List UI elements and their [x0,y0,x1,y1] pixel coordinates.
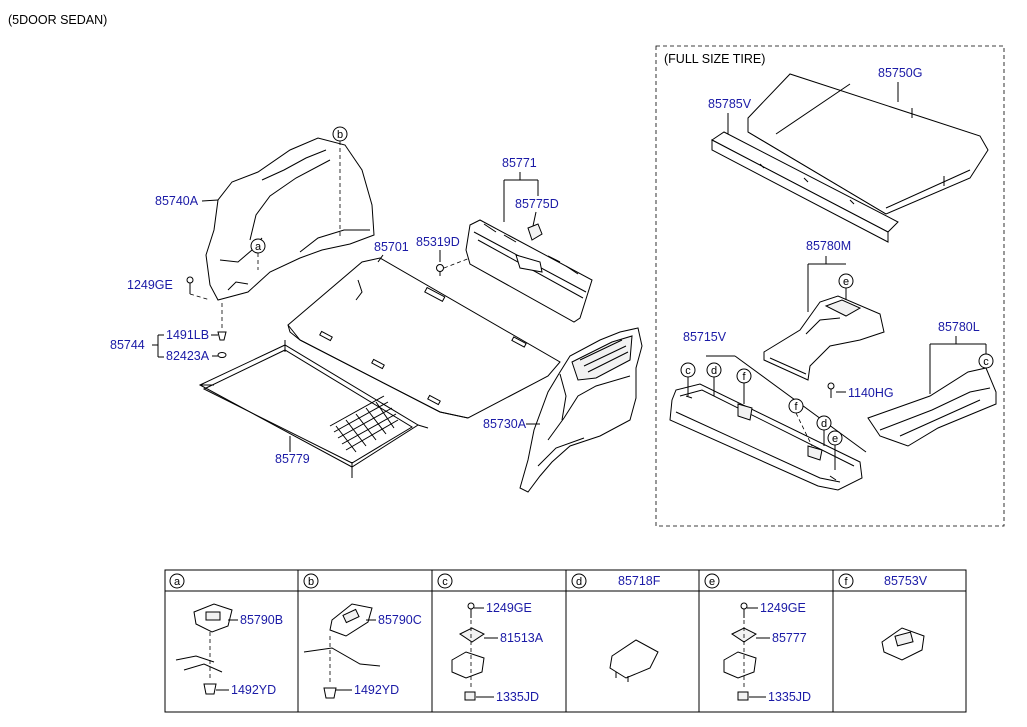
screw-1249GE [186,276,211,301]
luggage-net [198,340,429,478]
svg-text:a: a [255,241,262,253]
label-85701: 85701 [374,240,409,254]
svg-text:d: d [576,576,582,588]
ref-d-marker-tray: d [706,362,722,396]
ref-c-marker-tray: c [680,362,696,396]
legend-e-part-3: 1335JD [768,690,811,704]
label-85730A: 85730A [483,417,527,431]
leader-85740A [201,199,219,202]
rear-transverse-trim [465,219,593,323]
svg-text:f: f [742,371,746,383]
model-note: (5DOOR SEDAN) [8,13,107,27]
label-85319D: 85319D [416,235,460,249]
bolt-1140HG [827,382,835,398]
cover-board [747,73,989,215]
fastener-85319D [436,257,471,276]
legend-header-a: a [169,573,185,589]
rear-tray [669,383,863,491]
legend-e-part-2: 85777 [772,631,807,645]
net-mesh [329,395,399,453]
svg-text:b: b [308,576,314,588]
legend-a-part-1: 85790B [240,613,283,627]
label-82423A: 82423A [166,349,210,363]
svg-text:e: e [709,576,715,588]
legend-b-part-1: 85790C [378,613,422,627]
legend-c-part-2: 81513A [500,631,544,645]
svg-text:c: c [442,576,448,588]
leader-85771 [503,172,539,222]
legend-c-part-3: 1335JD [496,690,539,704]
svg-text:c: c [983,356,989,368]
center-tray [763,295,885,381]
legend-e-part-1: 1249GE [760,601,806,615]
inset-frame [655,45,1005,527]
ref-c-marker-inset: c [978,353,994,369]
ref-f-marker-tray-2: f [788,398,813,447]
legend-header-d-part: 85718F [618,574,661,588]
legend-table [164,569,967,713]
leader-85775D [532,211,537,227]
legend-header-f-part: 85753V [884,574,928,588]
svg-text:c: c [685,365,691,377]
legend-cell-c: 1249GE 81513A 1335JD [451,601,544,704]
svg-text:f: f [794,401,798,413]
label-85715V: 85715V [683,330,727,344]
spacer-board [711,131,899,243]
ref-f-marker-tray-1: f [736,368,752,404]
quarter-trim-right [519,327,643,493]
label-85780M: 85780M [806,239,851,253]
ref-b-marker: b [332,126,348,236]
label-85750G: 85750G [878,66,922,80]
svg-text:a: a [174,576,181,588]
label-85775D: 85775D [515,197,559,211]
legend-cell-f [881,627,925,661]
legend-header-c: c [437,573,453,589]
legend-cell-a: 85790B 1492YD [175,603,283,697]
ref-a-marker: a [250,238,266,270]
svg-text:b: b [337,129,343,141]
legend-b-part-2: 1492YD [354,683,399,697]
luggage-floor-board [287,257,561,419]
label-1140HG: 1140HG [848,386,894,400]
svg-text:e: e [843,276,849,288]
legend-header-b: b [303,573,319,589]
legend-cell-b: 85790C 1492YD [303,603,422,699]
label-85779: 85779 [275,452,310,466]
quarter-trim-left [205,137,375,301]
legend-cell-e: 1249GE 85777 1335JD [723,601,811,704]
ref-e-marker-tray: e [827,430,843,470]
clip-85744 [152,303,227,358]
legend-a-part-2: 1492YD [231,683,276,697]
svg-text:d: d [821,418,827,430]
side-tray [867,367,997,447]
label-85785V: 85785V [708,97,752,111]
label-85740A: 85740A [155,194,199,208]
label-85771: 85771 [502,156,537,170]
legend-c-part-1: 1249GE [486,601,532,615]
label-1491LB: 1491LB [166,328,209,342]
label-1249GE-main: 1249GE [127,278,173,292]
ref-d-marker-tray-2: d [816,415,832,446]
inset-title: (FULL SIZE TIRE) [664,52,765,66]
svg-text:d: d [711,365,717,377]
legend-header-d: d 85718F [571,573,661,589]
label-85744: 85744 [110,338,145,352]
leader-85780L [929,336,987,394]
svg-text:e: e [832,433,838,445]
legend-header-f: f 85753V [838,573,928,589]
legend-cell-d [609,639,659,682]
ref-e-marker-top: e [838,273,854,300]
svg-text:f: f [844,576,848,588]
leader-85701 [377,254,384,263]
label-85780L: 85780L [938,320,980,334]
legend-header-e: e [704,573,720,589]
leader-85780M [807,256,846,312]
